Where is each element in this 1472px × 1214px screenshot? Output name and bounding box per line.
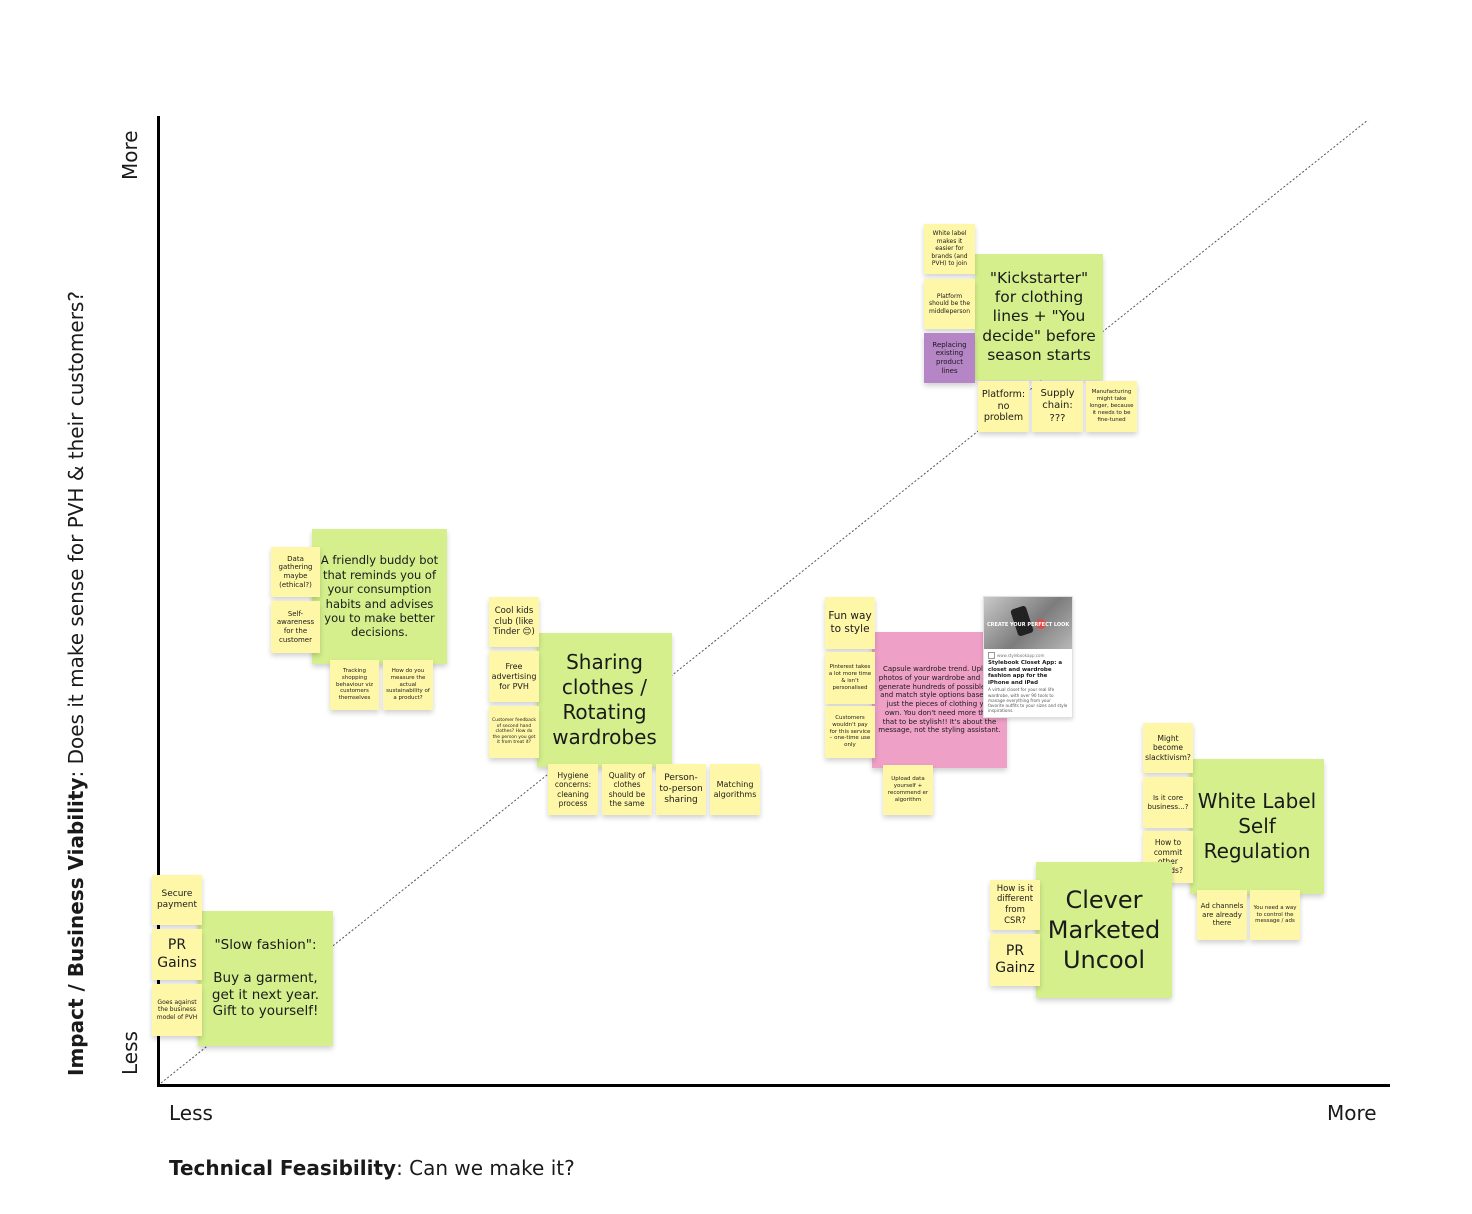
card-site: www.stylebookapp.com [984, 649, 1072, 660]
sticky-goes-against-pvh[interactable]: Goes against the business model of PVH [152, 984, 202, 1036]
sticky-ad-channels[interactable]: Ad channels are already there [1197, 890, 1247, 940]
link-preview-card[interactable]: CREATE YOUR PERFECT LOOK www.stylebookap… [983, 596, 1073, 718]
sticky-different-from-csr[interactable]: How is it different from CSR? [990, 880, 1040, 930]
x-axis-more-label: More [1327, 1101, 1377, 1125]
x-axis-less-label: Less [169, 1101, 213, 1125]
sticky-core-business[interactable]: Is it core business...? [1143, 777, 1193, 828]
y-axis-title-bold: Impact / Business Viability [64, 777, 88, 1076]
y-axis-title: Impact / Business Viability: Does it mak… [64, 291, 88, 1076]
y-axis-less-label: Less [118, 1031, 142, 1075]
decor-dot [1036, 619, 1046, 629]
sticky-clever-marketed-uncool[interactable]: Clever Marketed Uncool [1036, 862, 1172, 998]
sticky-self-awareness[interactable]: Self-awareness for the customer [271, 601, 320, 653]
sticky-white-label-easier[interactable]: White label makes it easier for brands (… [924, 224, 975, 274]
x-axis-title-rest: : Can we make it? [396, 1156, 575, 1180]
sticky-replacing-product-lines[interactable]: Replacing existing product lines [924, 333, 975, 383]
sticky-fun-way-to-style[interactable]: Fun way to style [825, 597, 875, 649]
sticky-pinterest[interactable]: Pinterest takes a lot more time & isn't … [825, 652, 875, 704]
card-image-caption: CREATE YOUR PERFECT LOOK [987, 622, 1070, 628]
sticky-control-message[interactable]: You need a way to control the message / … [1250, 890, 1300, 940]
slow-fashion-line2: Buy a garment, get it next year. Gift to… [211, 969, 320, 1020]
sticky-data-gathering[interactable]: Data gathering maybe (ethical?) [271, 547, 320, 597]
phone-graphic [1010, 605, 1034, 637]
sticky-person-to-person[interactable]: Person-to-person sharing [656, 764, 706, 815]
sticky-slacktivism[interactable]: Might become slacktivism? [1143, 723, 1193, 773]
site-icon [988, 652, 995, 659]
sticky-measure-sustainability[interactable]: How do you measure the actual sustainabi… [383, 660, 433, 710]
sticky-manufacturing[interactable]: Manufacturing might take longer, because… [1086, 381, 1137, 432]
sticky-tracking-behaviour[interactable]: Tracking shopping behaviour viz customer… [330, 660, 379, 710]
sticky-cool-kids-club[interactable]: Cool kids club (like Tinder 😊) [489, 597, 539, 647]
sticky-kickstarter[interactable]: "Kickstarter" for clothing lines + "You … [975, 254, 1103, 380]
sticky-secure-payment[interactable]: Secure payment [152, 875, 202, 925]
sticky-customer-feedback[interactable]: Customer feedback of second hand clothes… [489, 706, 539, 758]
y-axis-title-rest: : Does it make sense for PVH & their cus… [64, 291, 88, 778]
card-description: A virtual closet for your real life ward… [988, 687, 1068, 714]
x-axis-title: Technical Feasibility: Can we make it? [169, 1156, 575, 1180]
sticky-hygiene[interactable]: Hygiene concerns: cleaning process [548, 764, 598, 815]
sticky-quality[interactable]: Quality of clothes should be the same [602, 764, 652, 815]
sticky-pr-gains[interactable]: PR Gains [152, 929, 202, 980]
sticky-sharing-clothes[interactable]: Sharing clothes / Rotating wardrobes [537, 633, 672, 767]
card-title: Stylebook Closet App: a closet and wardr… [988, 660, 1063, 686]
sticky-free-advertising[interactable]: Free advertising for PVH [489, 651, 539, 702]
sticky-pr-gainz[interactable]: PR Gainz [990, 934, 1040, 986]
sticky-upload-data[interactable]: Upload data yourself + recommend er algo… [883, 765, 933, 815]
slow-fashion-line1: "Slow fashion": [214, 936, 317, 953]
card-site-url: www.stylebookapp.com [997, 653, 1045, 658]
x-axis-title-bold: Technical Feasibility [169, 1156, 397, 1180]
sticky-platform-no-problem[interactable]: Platform: no problem [978, 381, 1029, 432]
sticky-matching-algorithms[interactable]: Matching algorithms [710, 764, 760, 815]
sticky-wouldnt-pay[interactable]: Customers wouldn't pay for this service … [825, 706, 875, 758]
sticky-buddy-bot[interactable]: A friendly buddy bot that reminds you of… [312, 529, 447, 664]
y-axis-line [157, 116, 160, 1087]
card-image: CREATE YOUR PERFECT LOOK [984, 597, 1072, 649]
sticky-white-label-self-regulation[interactable]: White Label Self Regulation [1190, 759, 1324, 894]
sticky-supply-chain[interactable]: Supply chain: ??? [1032, 381, 1083, 432]
x-axis-line [157, 1084, 1390, 1087]
y-axis-more-label: More [118, 130, 142, 180]
sticky-platform-middleperson[interactable]: Platform should be the middleperson [924, 279, 975, 329]
sticky-slow-fashion[interactable]: "Slow fashion": Buy a garment, get it ne… [198, 911, 333, 1046]
